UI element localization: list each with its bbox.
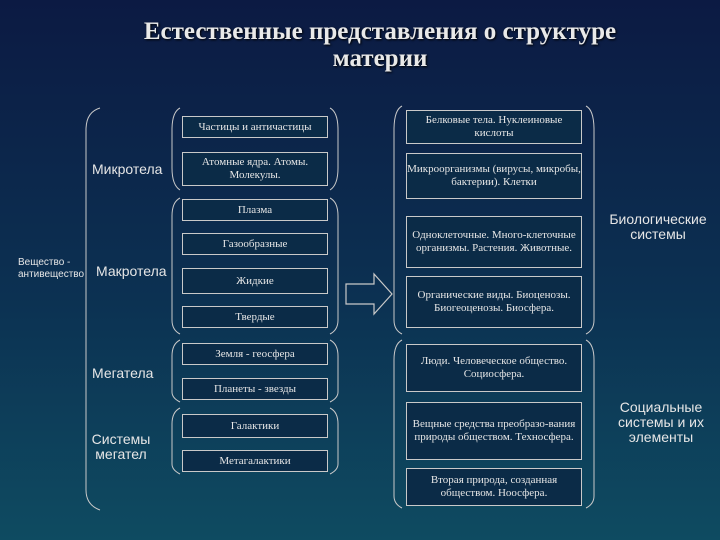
box-mikroorganizmy: Микроорганизмы (вирусы, микробы, бактери… (406, 153, 582, 199)
box-vtoraya: Вторая природа, созданная обществом. Ноо… (406, 468, 582, 506)
box-lyudi: Люди. Человеческое общество. Социосфера. (406, 344, 582, 392)
label-mikrotela: Микротела (92, 161, 163, 177)
label-makrotela: Макротела (96, 263, 167, 279)
label-megatela: Мегатела (92, 365, 154, 381)
page-title: Естественные представления о структуре м… (143, 18, 617, 72)
arrow-right-icon (345, 272, 393, 316)
label-biologicheskie: Биологические системы (609, 211, 707, 242)
box-belkovye: Белковые тела. Нуклеиновые кислоты (406, 110, 582, 144)
label-socialnye: Социальные системы и их элементы (618, 399, 704, 445)
box-gazoobraznye: Газообразные (182, 233, 328, 255)
box-zhidkie: Жидкие (182, 268, 328, 294)
box-odnokletochnye: Одноклеточные. Много-клеточные организмы… (406, 216, 582, 268)
box-tverdye: Твердые (182, 306, 328, 328)
label-sistemy-megatel: Системы мегател (91, 431, 151, 462)
box-zemlya: Земля - геосфера (182, 343, 328, 365)
box-metagalaktiki: Метагалактики (182, 450, 328, 472)
box-galaktiki: Галактики (182, 414, 328, 438)
box-atomy: Атомные ядра. Атомы. Молекулы. (182, 152, 328, 186)
box-organicheskie: Органические виды. Биоценозы. Биогеоцено… (406, 276, 582, 328)
box-veshnye: Вещные средства преобразо-вания природы … (406, 402, 582, 460)
label-veshchestvo: Вещество - антивещество (18, 257, 85, 280)
box-chastitsy: Частицы и античастицы (182, 116, 328, 138)
box-plazma: Плазма (182, 199, 328, 221)
box-planety: Планеты - звезды (182, 378, 328, 400)
left-brace (85, 107, 101, 511)
